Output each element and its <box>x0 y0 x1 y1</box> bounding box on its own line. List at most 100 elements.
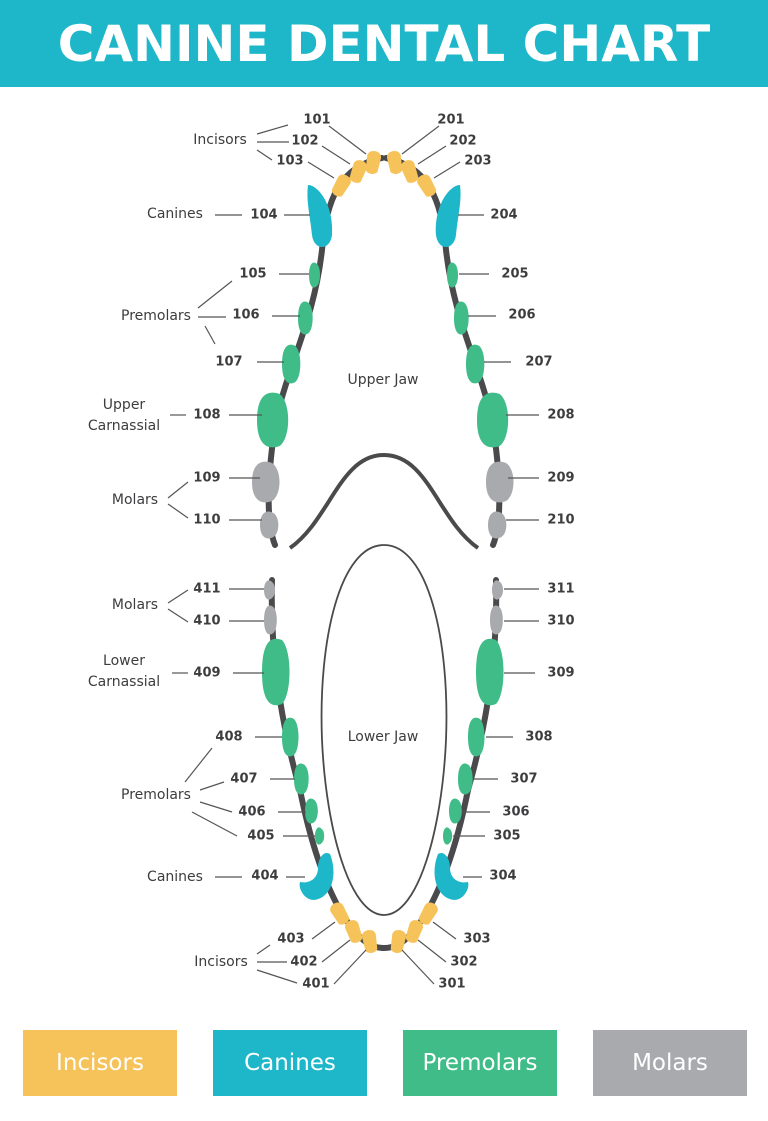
upper-right-tooth-202-label: 202 <box>449 134 476 149</box>
lower-molars-group-label: Molars <box>112 597 158 613</box>
upper-right-tooth-202 <box>401 160 419 183</box>
lower-right-tooth-311 <box>492 580 503 600</box>
lower-left-tooth-406 <box>305 798 318 824</box>
upper-right-tooth-204 <box>435 185 461 247</box>
lower-right-tooth-307 <box>458 763 473 795</box>
lower-left-tooth-402-shape <box>345 920 363 943</box>
upper-left-tooth-101-label: 101 <box>303 113 330 128</box>
upper-left-tooth-103-leader <box>307 161 335 179</box>
lower-right-tooth-301-label: 301 <box>438 977 465 992</box>
lower-right-tooth-302-shape <box>405 920 423 943</box>
upper-left-tooth-103 <box>331 174 351 197</box>
upper-right-tooth-205-label: 205 <box>501 267 528 282</box>
page-title: CANINE DENTAL CHART <box>57 14 711 73</box>
lower-right-tooth-302-label: 302 <box>450 955 477 970</box>
upper-right-tooth-202-leader <box>417 145 447 165</box>
lower-left-tooth-401-leader <box>333 949 367 985</box>
upper-premolars-group-label: Premolars <box>121 308 191 324</box>
lower-right-tooth-306-label: 306 <box>502 805 529 820</box>
lower-incisors-bracket-c <box>256 969 298 984</box>
upper-left-tooth-104-label: 104 <box>250 208 277 223</box>
lower-jaw-label: Lower Jaw <box>348 729 419 745</box>
upper-premolars-bracket-c <box>204 325 216 345</box>
upper-left-tooth-101 <box>365 151 381 174</box>
upper-left-tooth-101-shape <box>365 151 381 174</box>
lower-canines-group-label: Canines <box>147 869 203 885</box>
upper-left-tooth-103-shape <box>331 174 351 197</box>
upper-left-tooth-109 <box>252 461 280 503</box>
upper-left-tooth-102-leader <box>321 145 351 165</box>
legend: Incisors Canines Premolars Molars <box>0 1030 768 1100</box>
legend-molars: Molars <box>593 1030 747 1096</box>
lower-right-tooth-308 <box>468 717 485 757</box>
upper-left-tooth-107 <box>282 344 301 384</box>
lower-right-tooth-301 <box>390 930 406 953</box>
upper-right-tooth-210 <box>488 511 507 539</box>
upper-right-tooth-206 <box>454 301 469 335</box>
lower-right-tooth-303-leader <box>432 921 457 940</box>
lower-premolars-bracket-d <box>191 811 238 837</box>
upper-left-tooth-102 <box>349 160 367 183</box>
legend-canines: Canines <box>213 1030 367 1096</box>
upper-molars-bracket-a <box>167 481 189 499</box>
lower-right-tooth-305 <box>443 827 453 845</box>
upper-right-tooth-203-label: 203 <box>464 154 491 169</box>
lower-left-tooth-401-label: 401 <box>302 977 329 992</box>
upper-jaw-label: Upper Jaw <box>348 372 419 388</box>
upper-right-tooth-205 <box>447 262 458 288</box>
upper-left-tooth-104 <box>307 185 333 247</box>
lower-left-tooth-405-label: 405 <box>247 829 274 844</box>
lower-right-tooth-303 <box>418 902 438 925</box>
upper-canines-group-label: Canines <box>147 206 203 222</box>
upper-left-tooth-105-label: 105 <box>239 267 266 282</box>
upper-left-tooth-107-label: 107 <box>215 355 242 370</box>
upper-left-tooth-105 <box>309 262 320 288</box>
upper-right-tooth-209 <box>486 461 514 503</box>
lower-premolars-bracket-b <box>199 781 225 791</box>
upper-right-tooth-201 <box>387 151 403 174</box>
upper-left-tooth-108 <box>257 392 289 448</box>
lower-right-tooth-305-label: 305 <box>493 829 520 844</box>
upper-right-tooth-203-leader <box>433 161 461 179</box>
upper-molars-bracket-b <box>167 503 189 519</box>
lower-left-tooth-405 <box>315 827 325 845</box>
upper-left-tooth-106 <box>298 301 313 335</box>
lower-right-tooth-309-label: 309 <box>547 666 574 681</box>
upper-right-tooth-209-label: 209 <box>547 471 574 486</box>
lower-left-tooth-403-leader <box>311 921 336 940</box>
lower-left-tooth-406-label: 406 <box>238 805 265 820</box>
upper-incisors-bracket-c <box>256 149 273 161</box>
lower-right-tooth-309 <box>476 638 504 706</box>
lower-incisors-group-label: Incisors <box>194 954 248 970</box>
upper-left-tooth-101-leader <box>328 125 367 155</box>
upper-right-tooth-208-label: 208 <box>547 408 574 423</box>
upper-carnassial-group-label-1: Upper <box>103 397 146 413</box>
lower-right-tooth-304 <box>434 852 469 900</box>
upper-right-tooth-201-shape <box>387 151 403 174</box>
lower-carnassial-group-label-1: Lower <box>103 653 145 669</box>
lower-left-tooth-402 <box>345 920 363 943</box>
lower-carnassial-group-label-2: Carnassial <box>88 674 160 690</box>
lower-premolars-group-label: Premolars <box>121 787 191 803</box>
upper-premolars-bracket-a <box>197 280 233 309</box>
upper-incisors-group-label: Incisors <box>193 132 247 148</box>
lower-left-tooth-401 <box>362 930 378 953</box>
lower-right-tooth-304-label: 304 <box>489 869 516 884</box>
lower-left-tooth-409 <box>262 638 290 706</box>
lower-left-tooth-401-shape <box>362 930 378 953</box>
lower-left-tooth-411-label: 411 <box>193 582 220 597</box>
legend-canines-label: Canines <box>244 1050 336 1076</box>
lower-right-tooth-302-leader <box>417 939 447 963</box>
lower-premolars-bracket-c <box>199 801 233 813</box>
upper-molars-group-label: Molars <box>112 492 158 508</box>
lower-left-tooth-410-label: 410 <box>193 614 220 629</box>
upper-right-tooth-207 <box>466 344 485 384</box>
upper-right-tooth-206-label: 206 <box>508 308 535 323</box>
lower-left-tooth-408 <box>282 717 299 757</box>
lower-left-tooth-407-label: 407 <box>230 772 257 787</box>
lower-right-tooth-301-shape <box>390 930 406 953</box>
upper-left-tooth-102-shape <box>349 160 367 183</box>
lower-left-tooth-409-label: 409 <box>193 666 220 681</box>
upper-right-tooth-208 <box>477 392 509 448</box>
